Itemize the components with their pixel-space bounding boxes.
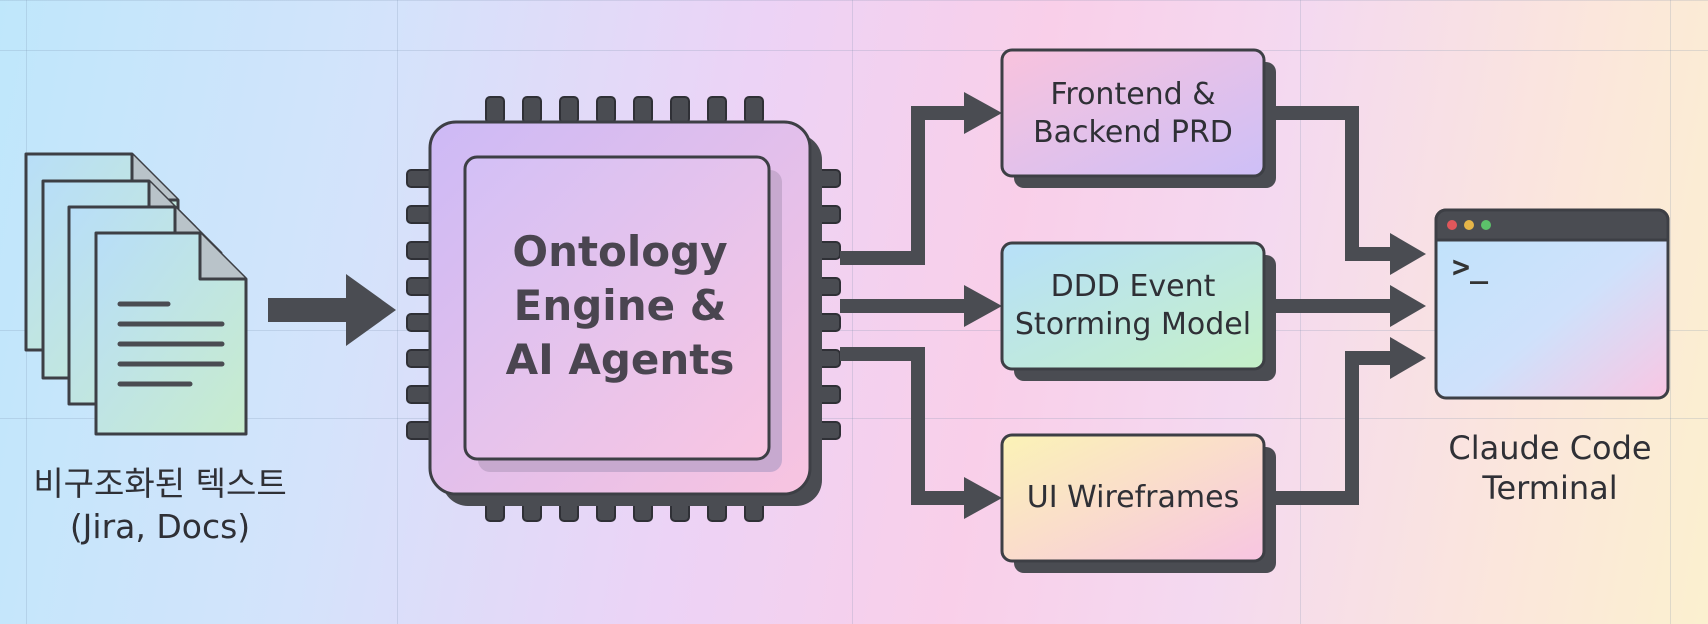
grid-line xyxy=(0,50,1708,51)
arrow-outputs-to-terminal xyxy=(1276,106,1398,505)
grid-line xyxy=(0,418,1708,419)
input-label-line1: 비구조화된 텍스트 xyxy=(33,464,287,503)
terminal-title-bar xyxy=(1434,208,1670,242)
grid-line xyxy=(1670,0,1671,624)
arrow-heads-engine xyxy=(964,92,1002,519)
output-label-line: Storming Model xyxy=(1014,307,1252,342)
output-label-wireframes: UI Wireframes xyxy=(1002,479,1264,517)
engine-title: Ontology Engine & AI Agents xyxy=(480,225,760,387)
arrow-heads-terminal xyxy=(1390,233,1426,379)
output-box-ddd xyxy=(1000,241,1276,381)
output-label-prd: Frontend & Backend PRD xyxy=(1002,76,1264,152)
close-dot-icon xyxy=(1447,220,1457,230)
terminal-label-line1: Claude Code xyxy=(1448,429,1652,467)
arrow-engine-to-outputs xyxy=(840,106,970,505)
output-box-wireframes xyxy=(1000,433,1276,573)
document-text-lines xyxy=(117,301,225,387)
document-page xyxy=(94,231,248,436)
output-label-line: DDD Event xyxy=(1050,269,1216,304)
arrow-input-to-engine xyxy=(268,274,396,346)
engine-title-line3: AI Agents xyxy=(505,335,735,384)
terminal-prompt: >_ xyxy=(1452,250,1489,285)
grid-line xyxy=(0,330,1708,331)
terminal-icon xyxy=(1434,208,1670,400)
output-box-prd xyxy=(1000,48,1276,188)
output-label-ddd: DDD Event Storming Model xyxy=(1002,268,1264,344)
terminal-label: Claude Code Terminal xyxy=(1420,428,1680,508)
grid-line xyxy=(397,0,398,624)
maximize-dot-icon xyxy=(1481,220,1491,230)
output-label-line: Backend PRD xyxy=(1033,115,1233,150)
engine-title-line1: Ontology xyxy=(512,227,728,276)
output-label-line: Frontend & xyxy=(1050,77,1216,112)
minimize-dot-icon xyxy=(1464,220,1474,230)
output-label-line: UI Wireframes xyxy=(1026,480,1240,515)
documents-icon xyxy=(24,152,248,436)
input-label: 비구조화된 텍스트 (Jira, Docs) xyxy=(10,462,310,548)
chip-icon xyxy=(406,96,841,522)
engine-title-line2: Engine & xyxy=(513,281,727,330)
terminal-label-line2: Terminal xyxy=(1482,469,1618,507)
input-label-line2: (Jira, Docs) xyxy=(69,507,251,546)
